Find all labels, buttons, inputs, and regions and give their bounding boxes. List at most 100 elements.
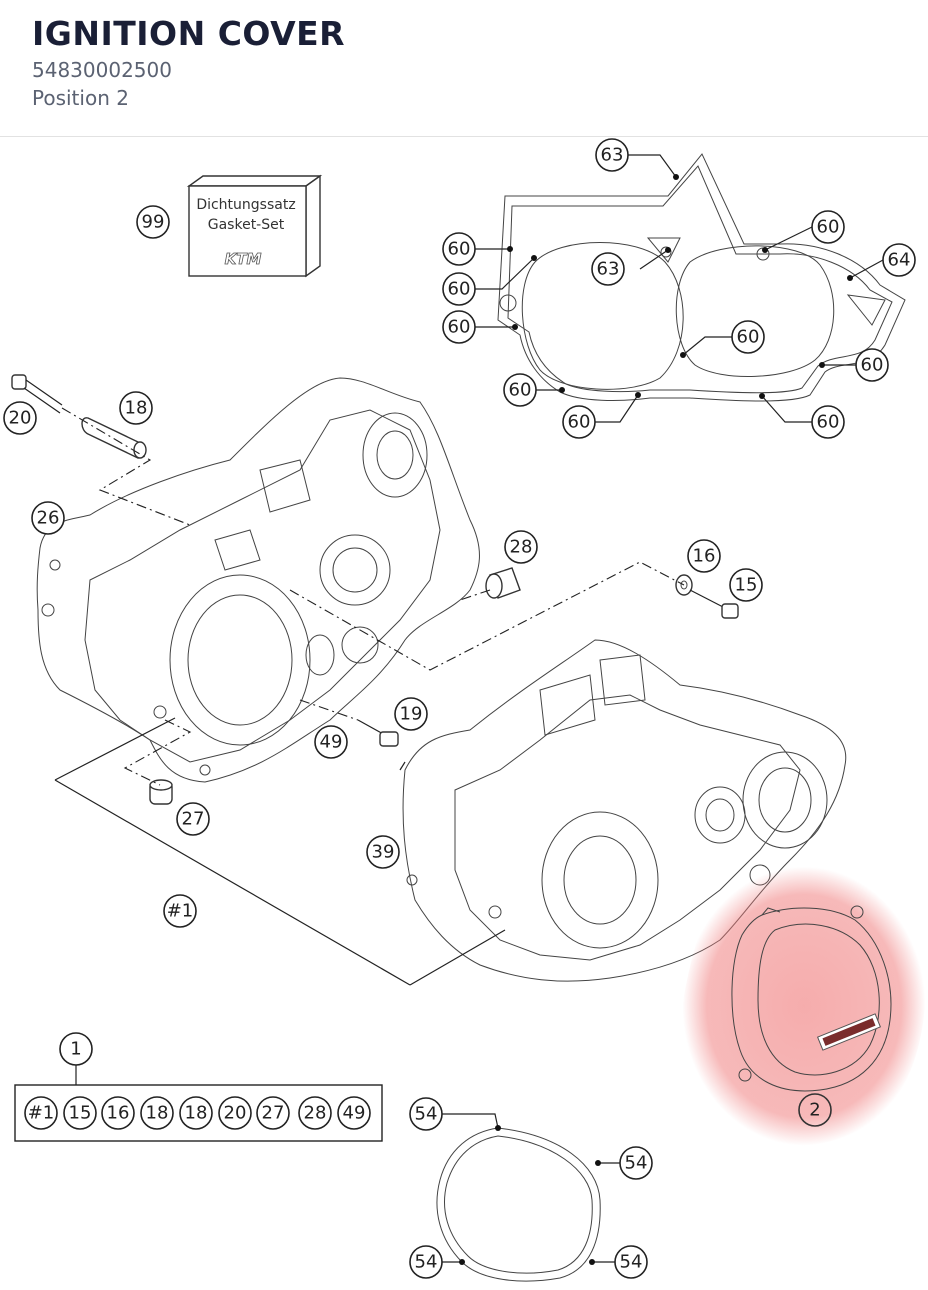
screw-15	[689, 589, 739, 619]
callout-99[interactable]: 99	[136, 205, 170, 239]
svg-text:60: 60	[448, 317, 471, 338]
kit-item-label: 28	[304, 1103, 327, 1124]
screw-19	[357, 719, 399, 747]
callout-19[interactable]: 19	[394, 697, 428, 731]
kit-item-3[interactable]: 16	[101, 1096, 135, 1130]
svg-text:60: 60	[448, 239, 471, 260]
kit-item-label: #1	[28, 1103, 55, 1124]
page-title: IGNITION COVER	[32, 14, 346, 53]
kit-set-box: #1 15 16 18 18 20 27 28 49	[14, 1084, 383, 1142]
svg-text:60: 60	[737, 327, 760, 348]
callout-20[interactable]: 20	[3, 401, 37, 435]
svg-text:60: 60	[568, 412, 591, 433]
bushing-28	[485, 567, 521, 599]
callout-60-c[interactable]: 60	[442, 272, 476, 306]
callout-27[interactable]: 27	[176, 802, 210, 836]
svg-text:60: 60	[509, 380, 532, 401]
callout-16[interactable]: 16	[687, 539, 721, 573]
callout-63-inner[interactable]: 63	[591, 252, 625, 286]
gasket-set-box: Dichtungssatz Gasket-Set KTM	[186, 174, 323, 278]
callout-26[interactable]: 26	[31, 501, 65, 535]
svg-text:54: 54	[620, 1252, 643, 1273]
callout-60-f[interactable]: 60	[855, 348, 889, 382]
callout-18[interactable]: 18	[119, 391, 153, 425]
svg-text:60: 60	[448, 279, 471, 300]
callout-set-1[interactable]: #1	[163, 894, 197, 928]
kit-item-6[interactable]: 20	[218, 1096, 252, 1130]
callout-60-g[interactable]: 60	[503, 373, 537, 407]
kit-item-label: 15	[69, 1103, 92, 1124]
svg-text:54: 54	[415, 1252, 438, 1273]
ignition-cover-part	[731, 905, 892, 1092]
svg-text:64: 64	[888, 250, 911, 271]
svg-text:#1: #1	[167, 901, 194, 922]
kit-item-9[interactable]: 49	[337, 1096, 371, 1130]
callout-60-e[interactable]: 60	[731, 320, 765, 354]
callout-60-d[interactable]: 60	[442, 310, 476, 344]
kit-item-8[interactable]: 28	[298, 1096, 332, 1130]
bolt-20	[11, 374, 63, 414]
svg-text:19: 19	[400, 704, 423, 725]
callout-60-h[interactable]: 60	[562, 405, 596, 439]
callout-2-highlighted[interactable]: 2	[798, 1093, 832, 1127]
svg-text:60: 60	[817, 412, 840, 433]
svg-text:54: 54	[415, 1104, 438, 1125]
callout-54-a[interactable]: 54	[409, 1097, 443, 1131]
ignition-cover-gasket-54	[436, 1127, 601, 1282]
highlight-ignition-cover	[682, 866, 926, 1146]
crankcase-gasket	[497, 153, 906, 402]
assembly-lines	[61, 407, 685, 786]
callout-60-i[interactable]: 60	[811, 405, 845, 439]
svg-text:60: 60	[817, 217, 840, 238]
svg-text:63: 63	[597, 259, 620, 280]
callout-63-top[interactable]: 63	[595, 138, 629, 172]
set-bracket	[54, 717, 506, 986]
callout-39[interactable]: 39	[366, 835, 400, 869]
svg-text:18: 18	[125, 398, 148, 419]
callout-49[interactable]: 49	[314, 725, 348, 759]
svg-text:49: 49	[320, 732, 343, 753]
callout-28[interactable]: 28	[504, 530, 538, 564]
svg-text:15: 15	[735, 575, 758, 596]
leader-lines	[75, 154, 884, 1265]
callout-1[interactable]: 1	[59, 1032, 93, 1066]
svg-text:1: 1	[70, 1039, 81, 1060]
svg-text:54: 54	[625, 1153, 648, 1174]
svg-text:63: 63	[601, 145, 624, 166]
callout-64[interactable]: 64	[882, 243, 916, 277]
callout-60-b[interactable]: 60	[442, 232, 476, 266]
kit-item-4[interactable]: 18	[140, 1096, 174, 1130]
kit-item-7[interactable]: 27	[256, 1096, 290, 1130]
callout-54-b[interactable]: 54	[619, 1146, 653, 1180]
svg-text:26: 26	[37, 508, 60, 529]
kit-item-2[interactable]: 15	[63, 1096, 97, 1130]
dowel-27	[149, 779, 173, 805]
kit-item-label: 49	[343, 1103, 366, 1124]
svg-text:27: 27	[182, 809, 205, 830]
callout-54-c[interactable]: 54	[409, 1245, 443, 1279]
svg-text:99: 99	[142, 212, 165, 233]
kit-item-label: 20	[224, 1103, 247, 1124]
svg-text:2: 2	[809, 1100, 820, 1121]
callout-60-a[interactable]: 60	[811, 210, 845, 244]
svg-text:60: 60	[861, 355, 884, 376]
part-number: 54830002500	[32, 58, 172, 82]
page-header: IGNITION COVER 54830002500 Position 2	[0, 0, 928, 137]
callout-15[interactable]: 15	[729, 568, 763, 602]
kit-item-label: 27	[262, 1103, 285, 1124]
svg-text:28: 28	[510, 537, 533, 558]
exploded-parts-diagram: Dichtungssatz Gasket-Set KTM	[3, 138, 926, 1282]
kit-item-label: 16	[107, 1103, 130, 1124]
kit-item-label: 18	[146, 1103, 169, 1124]
kit-item-label: 18	[185, 1103, 208, 1124]
callout-54-d[interactable]: 54	[614, 1245, 648, 1279]
svg-text:20: 20	[9, 408, 32, 429]
svg-text:16: 16	[693, 546, 716, 567]
kit-item-5[interactable]: 18	[179, 1096, 213, 1130]
ktm-logo: KTM	[225, 250, 262, 268]
kit-item-1[interactable]: #1	[24, 1096, 58, 1130]
svg-text:39: 39	[372, 842, 395, 863]
left-crankcase-half	[36, 377, 480, 783]
right-crankcase-half	[402, 639, 847, 982]
position-label: Position 2	[32, 86, 129, 110]
